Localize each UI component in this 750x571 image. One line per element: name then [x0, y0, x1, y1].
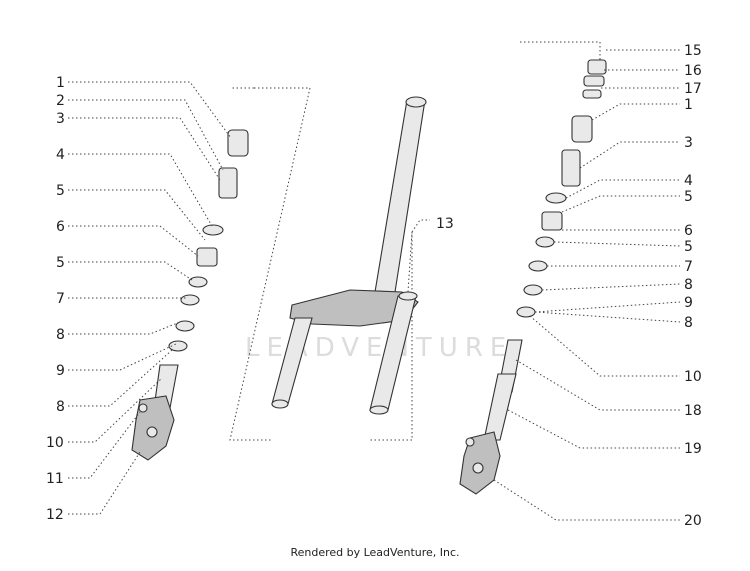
right-ring-part	[528, 260, 548, 272]
render-credit: Rendered by LeadVenture, Inc.	[290, 546, 460, 559]
right-callout-20: 20	[684, 513, 702, 529]
left-ring-part	[202, 224, 224, 236]
left-hub-bolt-part	[138, 403, 148, 413]
left-ring-part	[175, 320, 195, 332]
right-cap-part	[571, 115, 593, 143]
left-bushing-part	[196, 247, 218, 267]
right-callout-19: 19	[684, 441, 702, 457]
left-callout-9: 9	[56, 363, 65, 379]
right-callout-8b: 8	[684, 315, 693, 331]
left-fork-leg-assembly	[131, 87, 254, 461]
right-callout-7: 7	[684, 259, 693, 275]
right-ring-part	[523, 284, 543, 296]
left-callout-4: 4	[56, 147, 65, 163]
center-boundary	[229, 87, 311, 441]
left-hub-bolt-part	[146, 426, 158, 438]
left-ring-part	[188, 276, 208, 288]
stem-top-part	[405, 96, 427, 108]
right-spring-part	[561, 149, 581, 187]
right-callout-8: 8	[684, 277, 693, 293]
left-callout-11: 11	[46, 471, 64, 487]
right-top-ring-part	[583, 75, 605, 87]
right-callout-6: 6	[684, 223, 693, 239]
center-right-tube-top-part	[398, 291, 418, 301]
right-callout-4: 4	[684, 173, 693, 189]
left-callout-8b: 8	[56, 399, 65, 415]
left-callout-10: 10	[46, 435, 64, 451]
right-callout-15: 15	[684, 43, 702, 59]
right-callout-3: 3	[684, 135, 693, 151]
left-callout-5: 5	[56, 183, 65, 199]
left-callout-12: 12	[46, 507, 64, 523]
center-left-tube-end-part	[271, 399, 289, 409]
right-leader-lines	[493, 49, 681, 521]
right-callouts: 15 16 17 1 3 4 5 6 5 7 8 9 8 10 18 19 20	[684, 43, 702, 529]
right-top-cap-part	[587, 59, 607, 75]
right-ring-part	[582, 89, 602, 99]
left-leader-lines	[68, 81, 232, 515]
left-callout-3: 3	[56, 111, 65, 127]
right-fork-leg-assembly	[459, 41, 607, 495]
right-ring-part	[516, 306, 536, 318]
right-callout-1: 1	[684, 97, 693, 113]
left-callout-5b: 5	[56, 255, 65, 271]
right-callout-17: 17	[684, 81, 702, 97]
left-callout-1: 1	[56, 75, 65, 91]
left-callout-7: 7	[56, 291, 65, 307]
right-callout-5: 5	[684, 189, 693, 205]
right-callout-18: 18	[684, 403, 702, 419]
left-ring-part	[180, 294, 200, 306]
right-ring-part	[545, 192, 567, 204]
left-callout-8: 8	[56, 327, 65, 343]
left-callout-6: 6	[56, 219, 65, 235]
right-callout-10: 10	[684, 369, 702, 385]
right-hub-bolt-part	[472, 462, 484, 474]
right-ring-part	[535, 236, 555, 248]
right-outer-tube-part	[483, 373, 517, 441]
center-callout-13: 13	[436, 216, 454, 232]
center-fork-assembly	[229, 87, 430, 441]
left-callout-2: 2	[56, 93, 65, 109]
left-spring-part	[218, 167, 238, 199]
right-hub-bolt-part	[465, 437, 475, 447]
right-callout-5b: 5	[684, 239, 693, 255]
center-right-tube-end-part	[369, 405, 389, 415]
left-ring-part	[168, 340, 188, 352]
steering-stem-part	[374, 99, 426, 293]
left-callouts: 1 2 3 4 5 6 5 7 8 9 8 10 11 12	[46, 75, 65, 523]
right-bushing-part	[541, 211, 563, 231]
left-cap-part	[227, 129, 249, 157]
right-callout-9: 9	[684, 295, 693, 311]
right-callout-16: 16	[684, 63, 702, 79]
right-boundary	[520, 41, 601, 60]
